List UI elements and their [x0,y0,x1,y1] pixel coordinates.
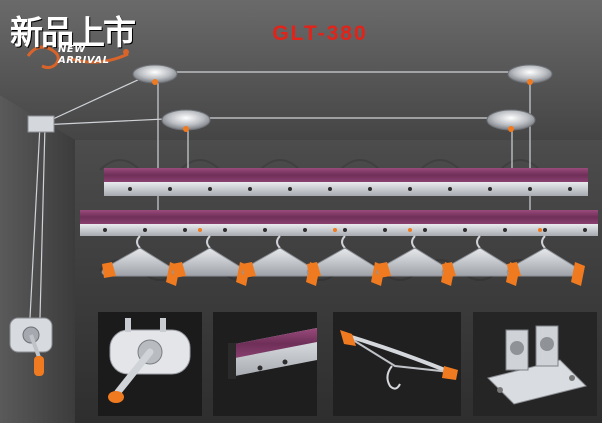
detail-photo-rail-section [213,312,317,416]
detail-photo-single-hanger [333,312,461,416]
cable-junction [27,115,55,133]
hand-crank-icon [9,317,53,376]
rail-front [80,210,598,236]
swirl-logo-icon [26,45,129,70]
brand-logo: 新品上市 NEW ARRIVAL [8,4,138,74]
product-model-title: GLT-380 [272,22,368,45]
detail-photo-pulley-bracket [473,312,597,416]
ceiling [0,0,602,140]
rail-back [104,168,588,196]
brand-name-en: NEW ARRIVAL [58,44,110,66]
ceiling-pulley-icon [132,64,553,132]
detail-photo-crank-housing [98,312,202,416]
brand-name-cn: 新品上市 [10,13,136,52]
clothes-hanger-icon [101,235,585,286]
